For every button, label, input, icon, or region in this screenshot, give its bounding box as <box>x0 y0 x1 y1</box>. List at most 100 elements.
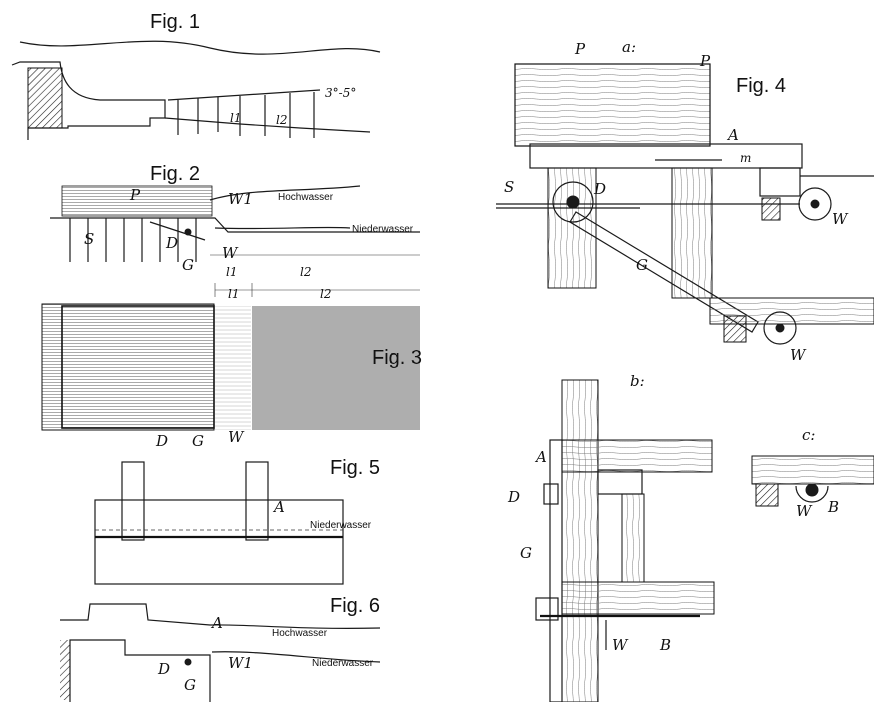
fig4b-label-G: G <box>520 544 532 562</box>
fig4a-hub-D <box>566 195 580 209</box>
fig2-label-l1: l1 <box>226 265 237 279</box>
fig3-label-l1: l1 <box>228 287 239 301</box>
fig2-label-S: S <box>84 230 94 248</box>
fig4a-beam-A <box>529 143 803 169</box>
fig4-title: Fig. 4 <box>736 75 786 97</box>
fig4b-label-D: D <box>507 488 520 506</box>
fig6-low-water-label: Niederwasser <box>312 658 374 669</box>
fig1-weir-profile <box>11 61 166 140</box>
fig4a-label-m: m <box>740 151 751 165</box>
fig2-beam <box>50 217 420 233</box>
fig4c-group: c: W B <box>751 426 874 520</box>
fig2-low-water-label: Niederwasser <box>352 224 414 235</box>
fig4c-roller-W <box>795 485 829 503</box>
fig5-low-water-label: Niederwasser <box>310 520 372 531</box>
fig3-label-D: D <box>155 432 168 450</box>
fig5-label-A: A <box>272 498 285 516</box>
fig4a-rod-G <box>569 211 759 333</box>
fig4b-top-beam-inner <box>597 469 643 495</box>
fig5-title: Fig. 5 <box>330 457 380 479</box>
fig4a-label-W-top: W <box>832 210 849 228</box>
fig4a-roller-W-bottom <box>763 311 797 345</box>
fig4a-bracket-top <box>759 167 801 197</box>
fig2-label-l2: l2 <box>300 265 311 279</box>
fig1-weir-masonry <box>27 67 63 129</box>
fig3-title: Fig. 3 <box>372 347 422 369</box>
fig5-post-left <box>121 461 145 541</box>
fig4a-label-S: S <box>504 178 514 196</box>
fig2-high-water-label: Hochwasser <box>278 192 334 203</box>
fig1-piles <box>167 89 321 138</box>
fig2-label-D: D <box>165 234 178 252</box>
fig2-high-water <box>209 185 361 201</box>
fig4c-label-B: B <box>827 498 839 516</box>
fig3-group: l1 l2 Fig. 3 D G W <box>41 283 422 450</box>
fig4a-subtitle: a: <box>622 38 636 56</box>
fig4a-group: a: Fig. 4 P P A m S D G W W <box>496 38 874 364</box>
fig4b-disk-D <box>543 483 559 505</box>
fig1-water-surface <box>19 40 381 55</box>
fig2-planks <box>61 185 213 217</box>
fig4c-block <box>755 483 779 507</box>
fig4b-inner-post <box>621 493 645 583</box>
fig3-label-W: W <box>228 428 245 446</box>
fig3-frame <box>61 305 215 429</box>
fig4b-label-A: A <box>534 448 547 466</box>
fig6-label-D: D <box>157 660 170 678</box>
fig5-group: Fig. 5 A Niederwasser <box>94 457 380 585</box>
fig4c-shaft-B <box>805 483 819 497</box>
fig2-label-W1: W1 <box>228 190 253 208</box>
fig2-low-water <box>214 226 351 230</box>
fig2-lever <box>149 221 206 241</box>
fig6-low-water <box>211 651 381 663</box>
fig2-label-W: W <box>222 244 239 262</box>
fig5-wall <box>94 499 344 585</box>
fig4b-top-beam <box>561 439 713 473</box>
fig4c-label-W: W <box>796 502 813 520</box>
fig4a-label-G: G <box>636 256 648 274</box>
fig4a-label-W-bottom: W <box>790 346 807 364</box>
fig2-group: Fig. 2 P W1 Hochwasser Niederwasser S D … <box>50 163 420 279</box>
fig6-label-G: G <box>184 676 196 694</box>
fig3-plank-field <box>41 303 215 431</box>
fig1-label-l1: l1 <box>230 111 241 125</box>
fig4b-label-B: B <box>659 636 671 654</box>
fig5-post-right <box>245 461 269 541</box>
fig4b-main-post <box>561 379 599 702</box>
fig6-label-W1: W1 <box>228 654 253 672</box>
fig4b-label-W: W <box>612 636 629 654</box>
fig4c-subtitle: c: <box>802 426 815 444</box>
fig4a-label-D: D <box>593 180 606 198</box>
fig6-top-profile <box>60 603 381 630</box>
fig4a-label-P2: P <box>699 52 711 70</box>
fig4c-beam <box>751 455 874 485</box>
fig2-label-P: P <box>129 186 141 204</box>
fig3-gap-zone <box>215 306 251 430</box>
fig4a-post-left <box>547 167 597 289</box>
fig6-pivot-dot <box>184 658 192 666</box>
fig6-masonry <box>60 640 70 700</box>
fig3-label-l2: l2 <box>320 287 331 301</box>
fig4b-bearing <box>535 597 559 621</box>
fig4a-timber-block <box>514 63 711 147</box>
fig4b-subtitle: b: <box>630 372 645 390</box>
fig4a-roller-W-top <box>798 187 832 221</box>
fig1-label-l2: l2 <box>276 113 287 127</box>
fig4b-rod-G <box>549 439 563 702</box>
fig1-angle-note: 3°-5° <box>325 86 356 100</box>
fig4b-bottom-beam <box>561 581 715 615</box>
fig4a-block-bottom <box>723 315 747 343</box>
fig4a-block-top <box>761 197 781 221</box>
fig4b-group: b: A D G W B <box>507 372 715 702</box>
fig6-title: Fig. 6 <box>330 595 380 617</box>
fig6-label-A: A <box>210 614 223 632</box>
fig2-pivot-dot <box>184 228 192 236</box>
fig1-group: Fig. 1 3°-5° l1 l2 <box>11 11 381 140</box>
fig4a-post-right <box>671 167 713 299</box>
fig1-river-bed <box>164 117 371 133</box>
fig2-title: Fig. 2 <box>150 163 200 185</box>
fig3-downstream-zone <box>252 306 420 430</box>
fig2-label-G: G <box>182 256 194 274</box>
